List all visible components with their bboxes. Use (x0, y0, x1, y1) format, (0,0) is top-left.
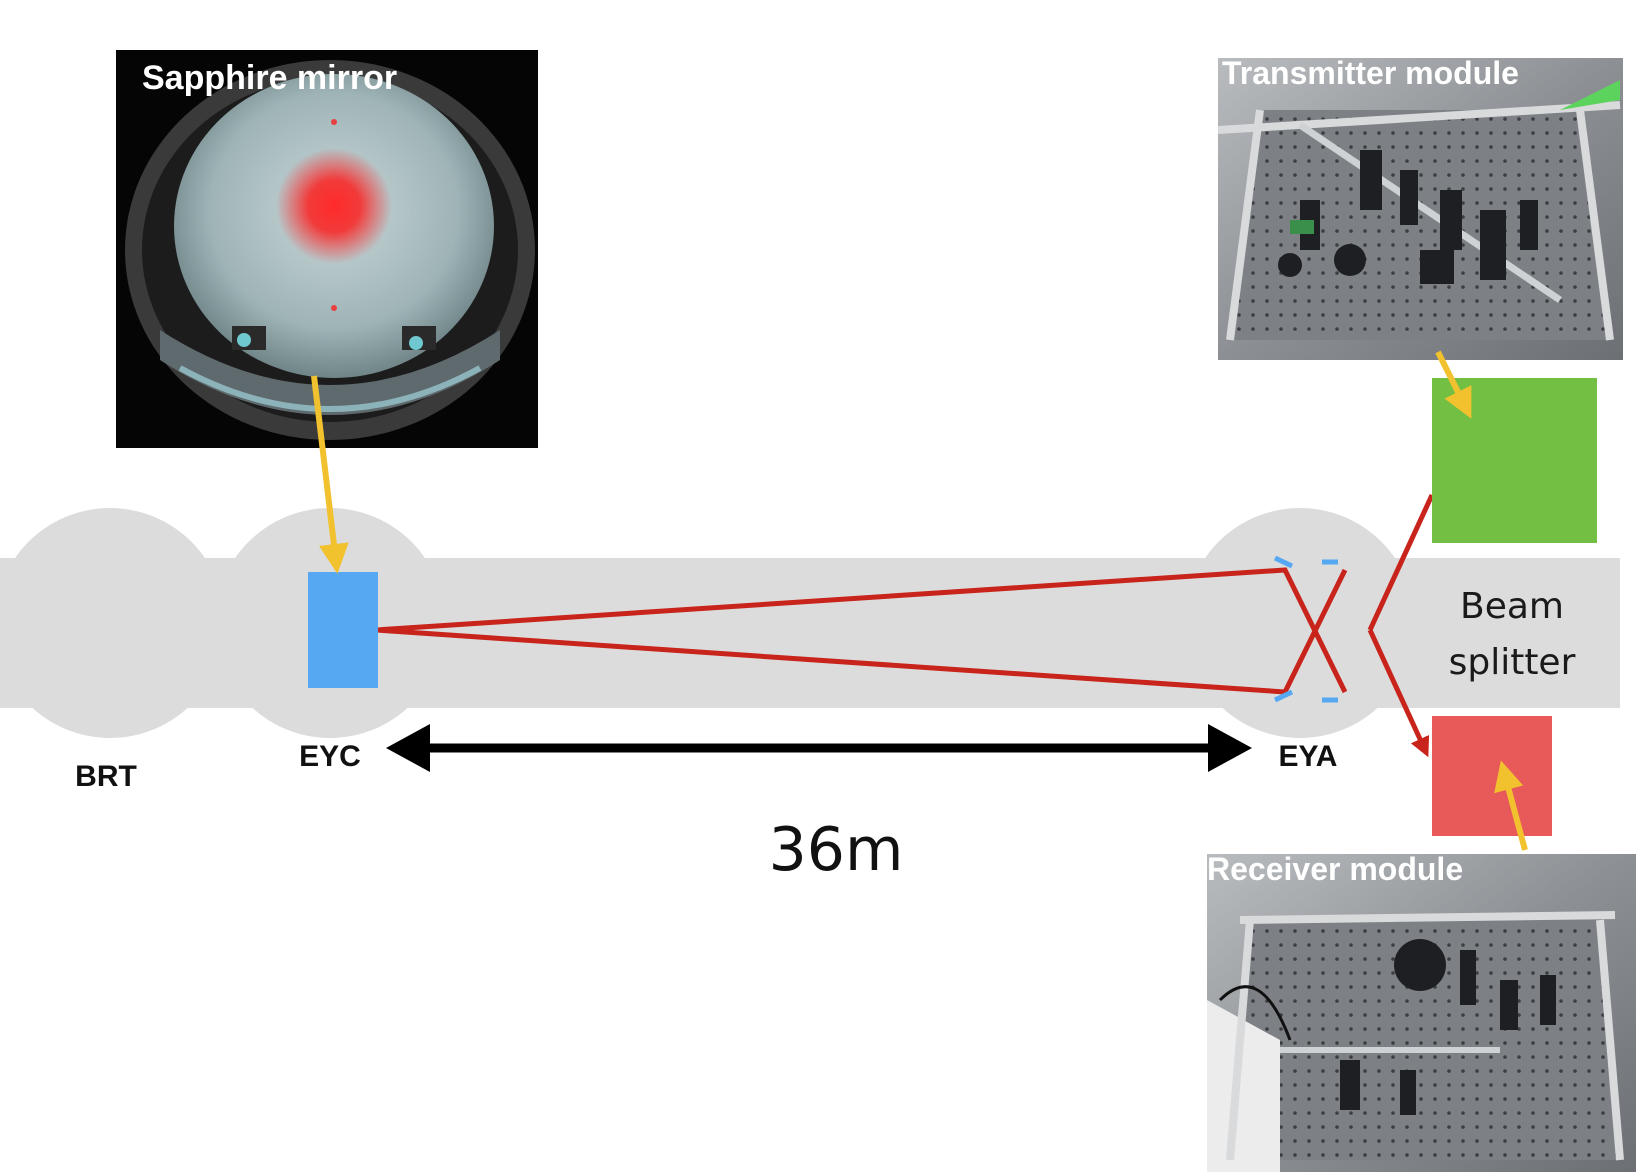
pointer-receiver (1494, 760, 1528, 851)
pointer-arrows (311, 350, 1528, 851)
eya-label: EYA (1279, 740, 1338, 773)
eyc-label: EYC (299, 740, 361, 773)
beam-lower-arm (375, 568, 1348, 695)
receiver-box (1432, 716, 1552, 836)
brt-label: BRT (75, 760, 137, 793)
steering-mirrors (1273, 555, 1338, 703)
beam-splitter-label-line1: Beam (1460, 586, 1564, 627)
steering-mirror-1 (1273, 555, 1294, 569)
distance-label: 36m (769, 815, 904, 885)
vacuum-chambers (0, 508, 1620, 738)
beam-upper-arm (375, 567, 1348, 694)
distance-arrow (386, 724, 1252, 772)
beam-splitter-label-line2: splitter (1449, 642, 1576, 683)
transmitter-module-label: Transmitter module (1222, 55, 1519, 91)
beam-to-transmitter (1367, 493, 1435, 632)
receiver-module-photo: Receiver module (1207, 851, 1636, 1172)
receiver-module-label: Receiver module (1207, 851, 1463, 887)
chamber-brt (0, 508, 225, 738)
pointer-sapphire (311, 375, 349, 574)
sapphire-mirror-photo: Sapphire mirror (116, 50, 538, 448)
chamber-eya (1185, 508, 1415, 738)
sapphire-mirror-block (308, 572, 378, 688)
transmitter-box (1432, 378, 1597, 543)
laser-beam (375, 493, 1435, 758)
sapphire-mirror-label: Sapphire mirror (142, 59, 397, 97)
steering-mirror-3 (1273, 689, 1294, 703)
beam-to-receiver (1367, 628, 1430, 758)
transmitter-module-photo: Transmitter module (1217, 55, 1623, 360)
pointer-transmitter (1435, 350, 1472, 419)
